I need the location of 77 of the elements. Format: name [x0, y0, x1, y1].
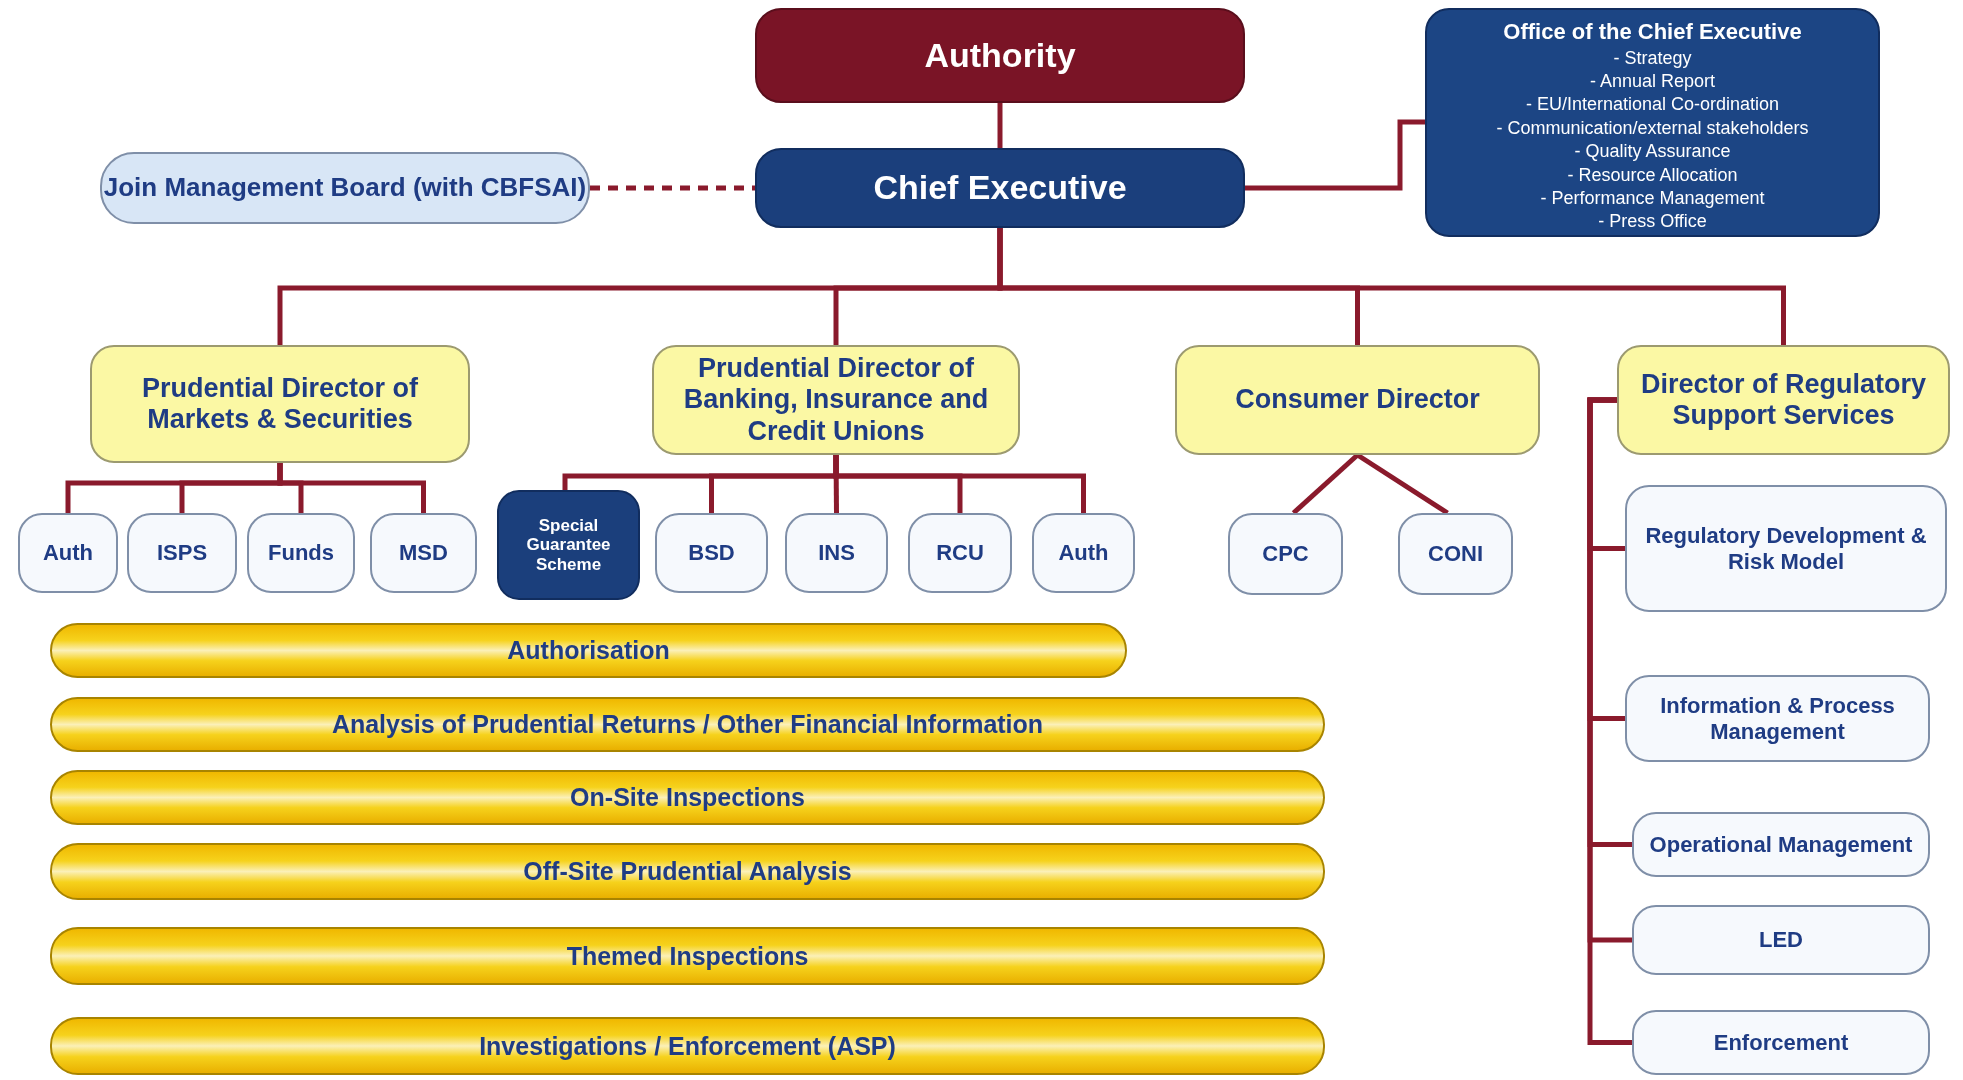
dashed-connector	[590, 185, 755, 191]
node-label: CONI	[1428, 541, 1483, 567]
function-band	[50, 623, 1127, 678]
unit-box	[497, 490, 640, 600]
office-box	[1425, 8, 1880, 237]
director-box	[652, 345, 1020, 455]
node-label: Auth	[1058, 540, 1109, 566]
node-label: Themed Inspections	[566, 941, 809, 971]
node-label: Join Management Board (with CBFSAI)	[103, 173, 587, 203]
unit-box	[370, 513, 477, 593]
connector-line	[997, 228, 1786, 345]
node-label: Information & Process Management	[1659, 693, 1896, 744]
node-label: Enforcement	[1713, 1029, 1849, 1056]
node-label: INS	[818, 540, 855, 566]
office-duty: - Communication/external stakeholders	[1496, 116, 1809, 140]
node-label: Chief Executive	[873, 168, 1127, 208]
unit-box	[655, 513, 768, 593]
function-band	[50, 927, 1325, 985]
node-label: Special Guarantee Scheme	[525, 515, 612, 575]
unit-box	[127, 513, 237, 593]
office-duty: - EU/International Co-ordination	[1525, 93, 1780, 117]
node-label: CPC	[1262, 541, 1309, 567]
connector-line	[833, 455, 1086, 513]
node-label: Regulatory Development & Risk Model	[1644, 523, 1928, 574]
node-label: BSD	[688, 540, 735, 566]
executive-box	[755, 148, 1245, 228]
unit-box	[18, 513, 118, 593]
node-label: Operational Management	[1649, 831, 1913, 858]
director-box	[90, 345, 470, 463]
unit-box	[785, 513, 888, 593]
node-label: Prudential Director of Banking, Insurance and Credit Unions	[682, 353, 990, 447]
node-label: ISPS	[156, 540, 208, 566]
node-label: On-Site Inspections	[570, 783, 805, 812]
authority-box	[755, 8, 1245, 103]
unit-box	[1625, 485, 1947, 612]
unit-box	[1625, 675, 1930, 762]
node-label: Analysis of Prudential Returns / Other Financial Information	[331, 710, 1044, 739]
connector-line	[1245, 119, 1425, 191]
office-duty: - Strategy	[1613, 46, 1692, 70]
unit-box	[1632, 1010, 1930, 1075]
node-label: RCU	[936, 540, 984, 566]
unit-box	[1228, 513, 1343, 595]
unit-box	[1632, 905, 1930, 975]
node-label: Consumer Director	[1235, 384, 1480, 416]
node-label: Director of Regulatory Support Services	[1639, 368, 1927, 432]
unit-box	[1632, 812, 1930, 877]
office-duty: - Performance Management	[1540, 186, 1765, 210]
function-band	[50, 1017, 1325, 1075]
node-label: Prudential Director of Markets & Securities	[140, 372, 419, 436]
node-label: Authorisation	[507, 636, 670, 665]
node-label: MSD	[399, 540, 448, 566]
unit-box	[908, 513, 1012, 593]
office-heading: Office of the Chief Executive	[1503, 18, 1802, 46]
office-duty: - Resource Allocation	[1567, 163, 1738, 187]
board-box	[100, 152, 590, 224]
office-duty: - Annual Report	[1589, 70, 1716, 93]
unit-box	[1398, 513, 1513, 595]
unit-box	[247, 513, 355, 593]
connector-line	[1587, 397, 1632, 1045]
node-label: Funds	[268, 540, 334, 566]
function-band	[50, 697, 1325, 752]
office-duty: - Press Office	[1598, 210, 1707, 234]
connector-line	[997, 103, 1003, 148]
node-label: LED	[1759, 927, 1803, 953]
director-box	[1617, 345, 1950, 455]
office-duty: - Quality Assurance	[1574, 140, 1731, 164]
connector-line	[1356, 452, 1449, 516]
function-band	[50, 770, 1325, 825]
node-label: Investigations / Enforcement (ASP)	[479, 1031, 896, 1061]
node-label: Off-Site Prudential Analysis	[523, 857, 852, 886]
unit-box	[1032, 513, 1135, 593]
node-label: Auth	[42, 540, 94, 566]
function-band	[50, 843, 1325, 900]
node-label: Authority	[924, 35, 1076, 76]
connector-line	[277, 463, 426, 513]
connector-line	[1291, 453, 1360, 515]
director-box	[1175, 345, 1540, 455]
